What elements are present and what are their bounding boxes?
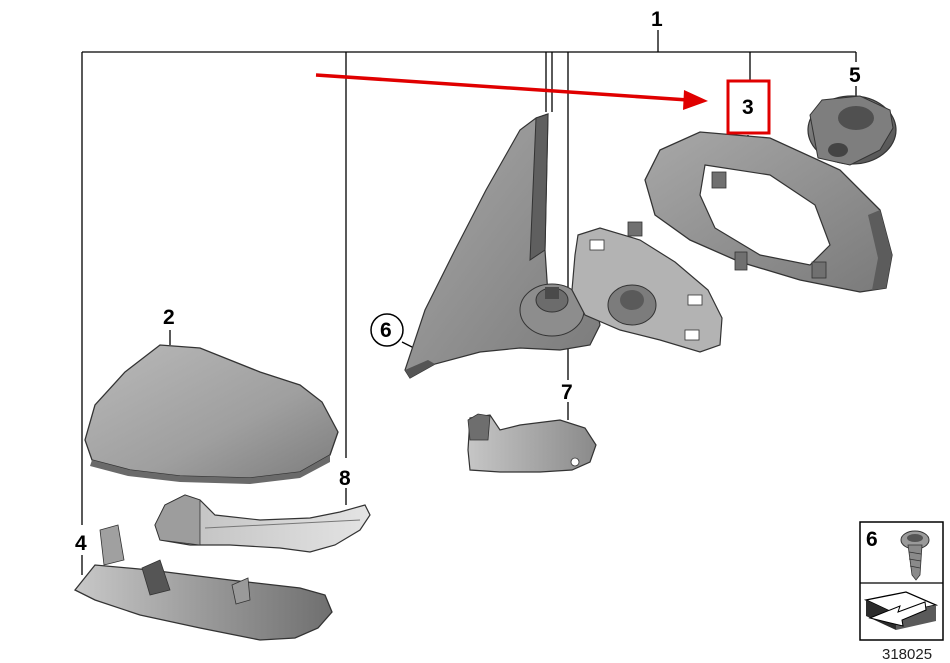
lower-bracket	[467, 413, 597, 473]
callout-2: 2	[163, 306, 175, 329]
mirror-cover-cap	[84, 344, 339, 484]
callout-4: 4	[75, 532, 87, 555]
highlight-arrow	[315, 73, 708, 110]
actuator-plate	[571, 227, 723, 353]
mirror-base-bracket	[404, 113, 601, 379]
mirror-frame	[627, 131, 893, 293]
turn-signal-lamp	[154, 494, 371, 553]
inset-panel: 6	[859, 521, 944, 641]
inset-label: 6	[866, 528, 878, 551]
callout-5: 5	[849, 64, 861, 87]
callout-1: 1	[651, 8, 663, 31]
callout-7: 7	[561, 381, 573, 404]
leader-lines	[81, 30, 857, 575]
mirror-motor	[807, 95, 897, 166]
callout-8: 8	[339, 467, 351, 490]
figure-number: 318025	[882, 646, 932, 663]
callout-3-highlight-box	[726, 79, 771, 135]
screw-icon	[900, 530, 930, 581]
callout-6: 6	[380, 319, 392, 342]
callout-6-circle	[370, 313, 404, 347]
callout-labels: 1 2 3 4 5 6 7 8	[75, 8, 861, 555]
lower-mirror-trim	[73, 524, 333, 641]
orientation-icon	[863, 591, 939, 630]
callout-3: 3	[742, 96, 754, 119]
